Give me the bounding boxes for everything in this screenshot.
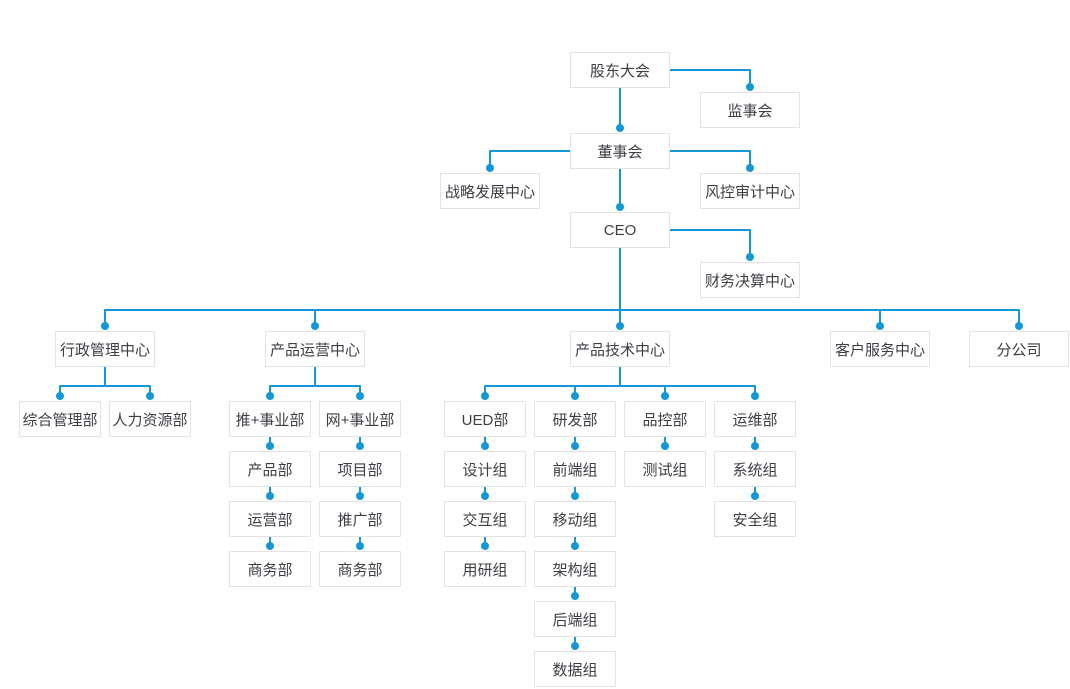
connector-dot bbox=[311, 322, 319, 330]
connector-dot bbox=[266, 492, 274, 500]
connector-dot bbox=[571, 392, 579, 400]
connector bbox=[670, 69, 751, 88]
connector-dot bbox=[356, 392, 364, 400]
connector-dot bbox=[481, 542, 489, 550]
org-node-producttech: 产品技术中心 bbox=[570, 331, 670, 367]
connector-dot bbox=[571, 442, 579, 450]
org-node-tui: 推+事业部 bbox=[229, 401, 311, 437]
connector-dot bbox=[356, 542, 364, 550]
org-node-data: 数据组 bbox=[534, 651, 616, 687]
org-node-ops: 运维部 bbox=[714, 401, 796, 437]
org-node-admin: 行政管理中心 bbox=[55, 331, 155, 367]
org-node-design: 设计组 bbox=[444, 451, 526, 487]
connector-dot bbox=[571, 492, 579, 500]
connector-dot bbox=[146, 392, 154, 400]
connector bbox=[59, 385, 151, 397]
connector-dot bbox=[746, 164, 754, 172]
org-node-operations: 运营部 bbox=[229, 501, 311, 537]
connector bbox=[269, 385, 361, 397]
connector bbox=[484, 385, 756, 397]
org-node-shareholders: 股东大会 bbox=[570, 52, 670, 88]
org-node-branch: 分公司 bbox=[969, 331, 1069, 367]
connector-dot bbox=[661, 442, 669, 450]
org-node-strategy: 战略发展中心 bbox=[440, 173, 540, 209]
org-node-ceo: CEO bbox=[570, 212, 670, 248]
org-node-business2: 商务部 bbox=[319, 551, 401, 587]
connector-dot bbox=[1015, 322, 1023, 330]
connector-dot bbox=[571, 592, 579, 600]
connector-dot bbox=[751, 392, 759, 400]
connector-dot bbox=[266, 542, 274, 550]
org-node-interaction: 交互组 bbox=[444, 501, 526, 537]
connector bbox=[104, 309, 1020, 327]
connector-dot bbox=[746, 83, 754, 91]
org-node-research: 用研组 bbox=[444, 551, 526, 587]
connector-dot bbox=[481, 492, 489, 500]
org-node-business1: 商务部 bbox=[229, 551, 311, 587]
connector bbox=[489, 150, 570, 169]
connector-dot bbox=[481, 442, 489, 450]
org-node-product: 产品部 bbox=[229, 451, 311, 487]
connector-dot bbox=[486, 164, 494, 172]
connector bbox=[670, 229, 751, 258]
org-node-project: 项目部 bbox=[319, 451, 401, 487]
org-node-wang: 网+事业部 bbox=[319, 401, 401, 437]
connector-dot bbox=[266, 442, 274, 450]
connector-dot bbox=[266, 392, 274, 400]
org-node-finance: 财务决算中心 bbox=[700, 262, 800, 298]
org-node-ued: UED部 bbox=[444, 401, 526, 437]
connector-dot bbox=[876, 322, 884, 330]
org-node-frontend: 前端组 bbox=[534, 451, 616, 487]
connector bbox=[670, 150, 751, 169]
org-node-promotion: 推广部 bbox=[319, 501, 401, 537]
org-node-qc: 品控部 bbox=[624, 401, 706, 437]
connector-dot bbox=[56, 392, 64, 400]
org-node-architecture: 架构组 bbox=[534, 551, 616, 587]
org-node-security: 安全组 bbox=[714, 501, 796, 537]
org-node-general: 综合管理部 bbox=[19, 401, 101, 437]
connector-dot bbox=[746, 253, 754, 261]
org-node-hr: 人力资源部 bbox=[109, 401, 191, 437]
connector-dot bbox=[751, 442, 759, 450]
org-node-backend: 后端组 bbox=[534, 601, 616, 637]
connector-dot bbox=[616, 322, 624, 330]
connector-dot bbox=[356, 442, 364, 450]
org-node-custservice: 客户服务中心 bbox=[830, 331, 930, 367]
connector-dot bbox=[661, 392, 669, 400]
org-node-risk: 风控审计中心 bbox=[700, 173, 800, 209]
connector-dot bbox=[616, 203, 624, 211]
connector-dot bbox=[616, 124, 624, 132]
connector-dot bbox=[571, 542, 579, 550]
org-node-productops: 产品运营中心 bbox=[265, 331, 365, 367]
connector-dot bbox=[481, 392, 489, 400]
connector-dot bbox=[101, 322, 109, 330]
org-node-mobile: 移动组 bbox=[534, 501, 616, 537]
org-node-testing: 测试组 bbox=[624, 451, 706, 487]
org-node-system: 系统组 bbox=[714, 451, 796, 487]
org-node-rd: 研发部 bbox=[534, 401, 616, 437]
connector-dot bbox=[356, 492, 364, 500]
connector-dot bbox=[751, 492, 759, 500]
connector-dot bbox=[571, 642, 579, 650]
org-node-board: 董事会 bbox=[570, 133, 670, 169]
org-node-supervisory: 监事会 bbox=[700, 92, 800, 128]
